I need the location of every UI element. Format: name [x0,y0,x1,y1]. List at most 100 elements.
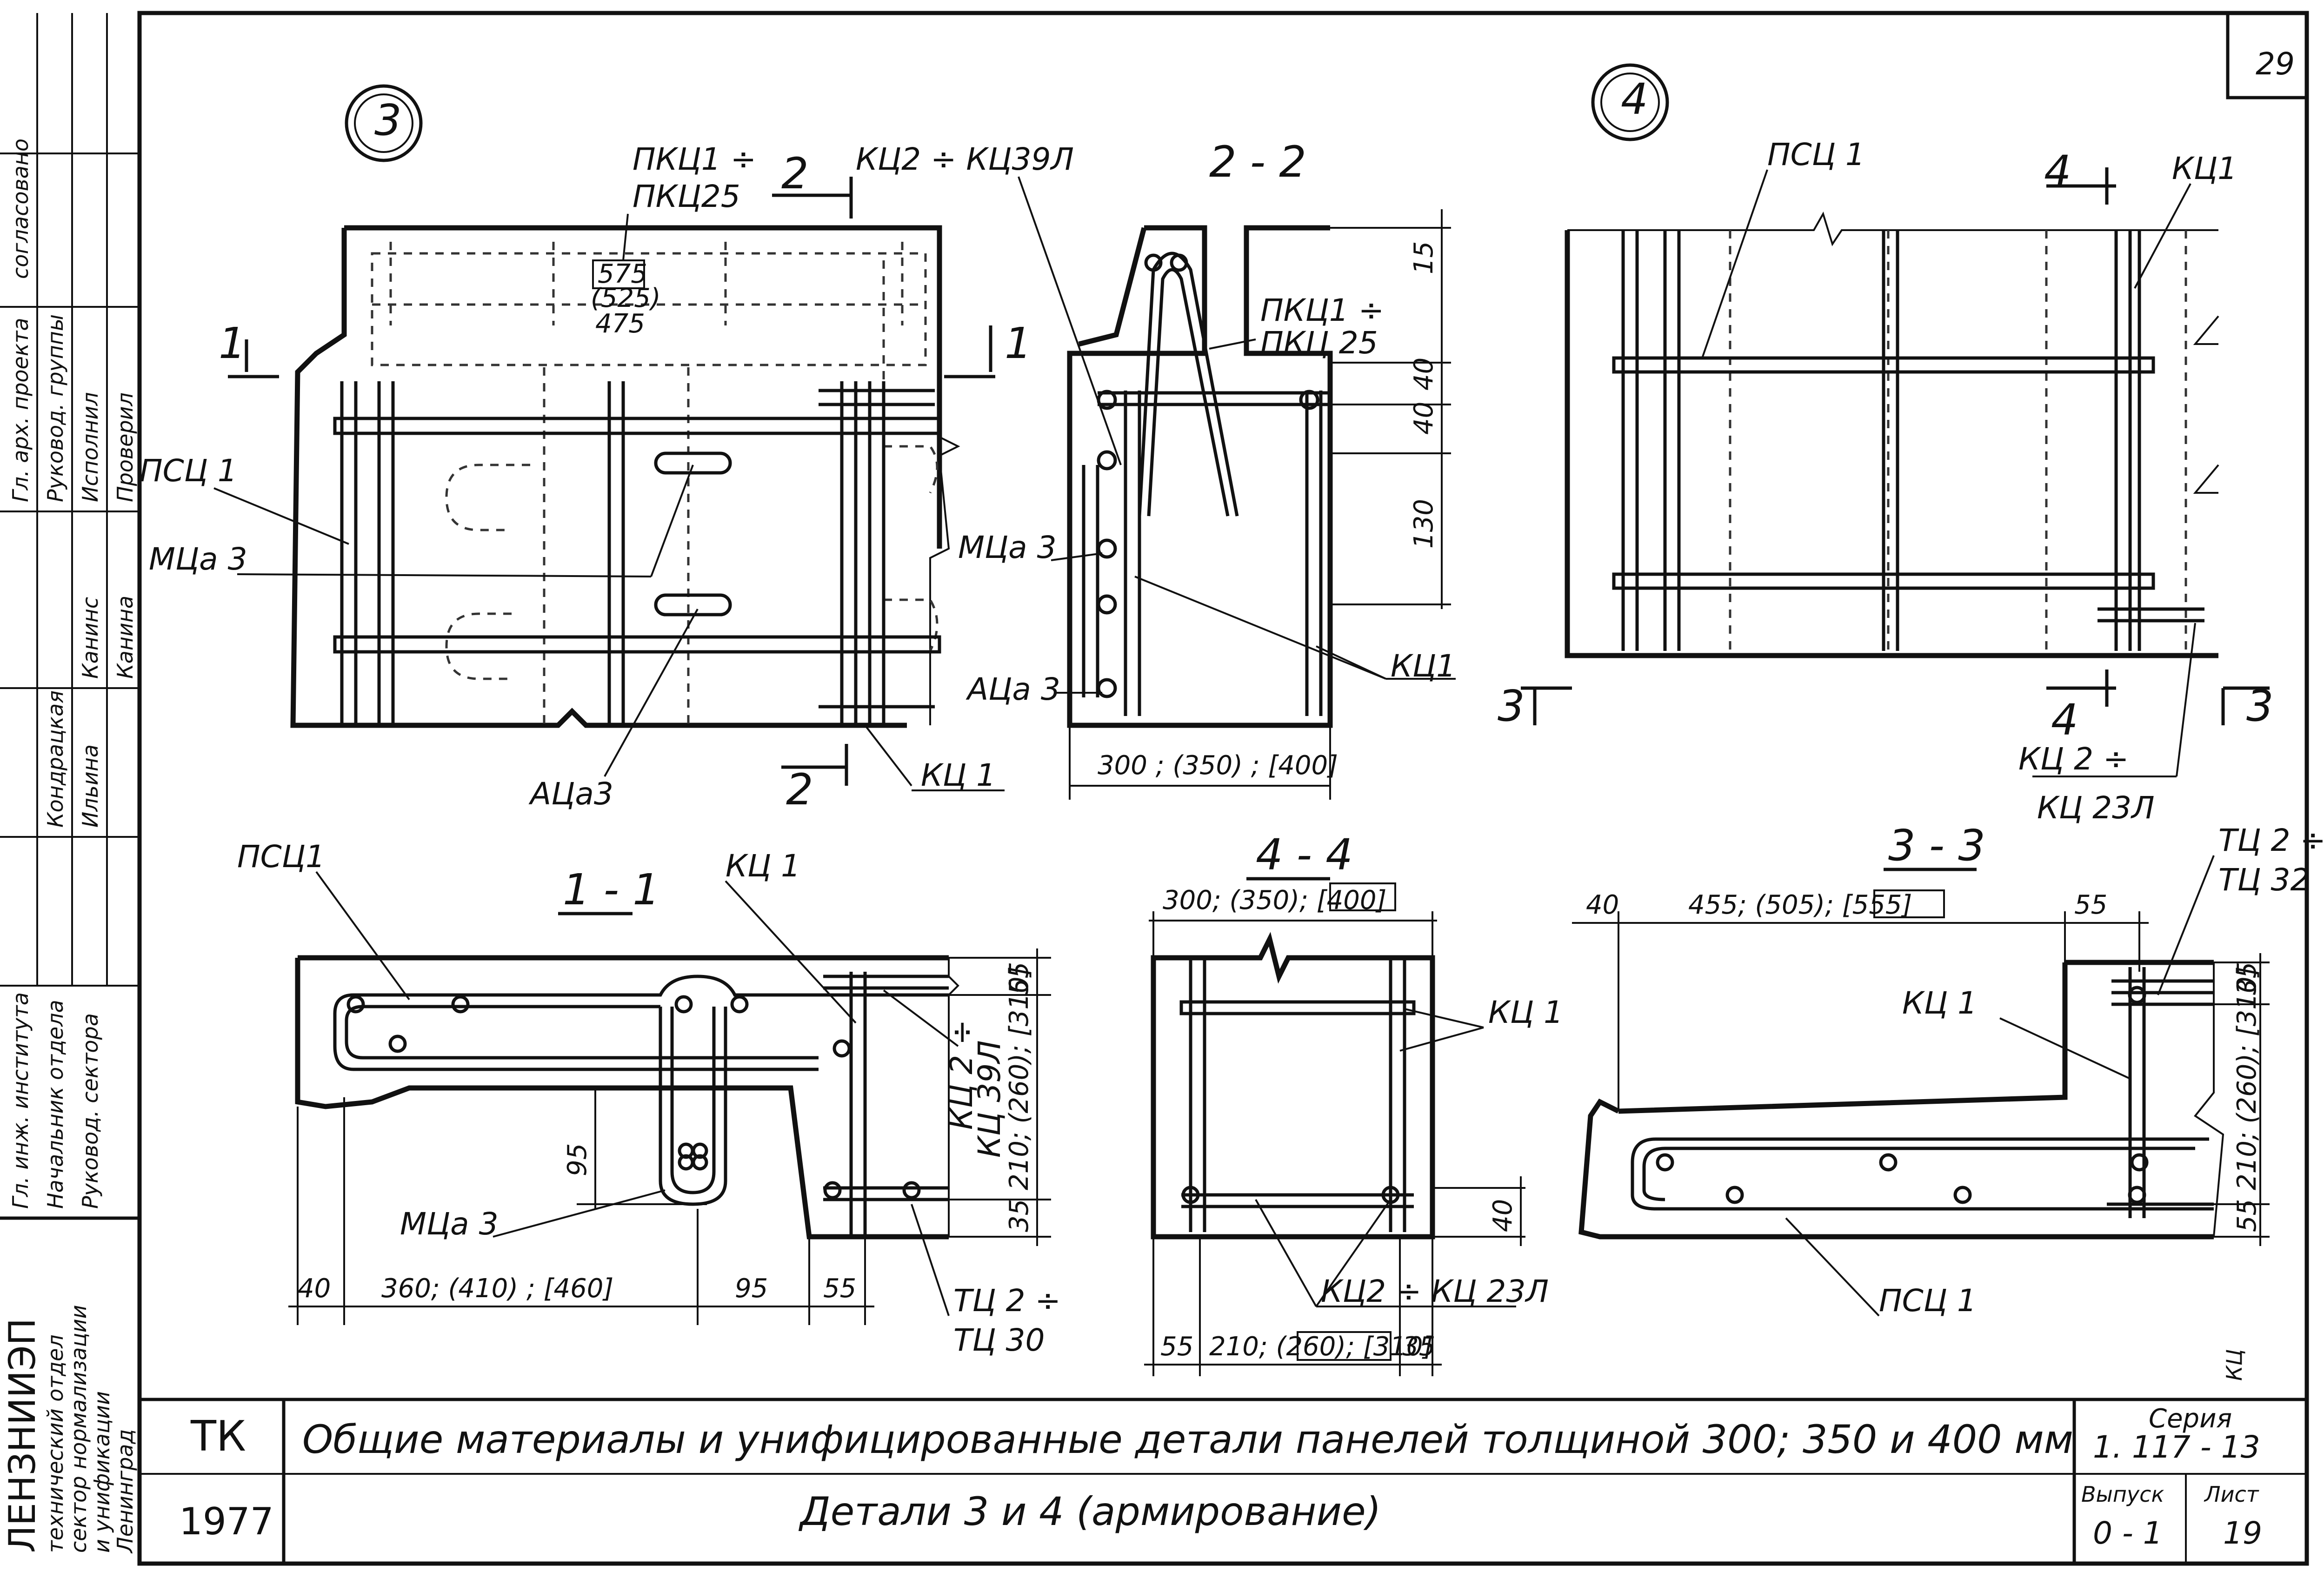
label-4-kc2: КЦ 2 ÷ [2018,741,2129,777]
org-sector: сектор нормализации [66,1305,91,1553]
dim-130: 130 [1409,499,1439,549]
org-dept: технический отдел [43,1334,68,1553]
stamp-name-2: Канина [113,596,138,679]
section-2-2-title: 2 - 2 [1209,137,1306,187]
section-1-1: 1 - 1 [237,839,1061,1358]
section-4-4-title: 4 - 4 [1256,830,1353,880]
dim-475: 475 [595,309,645,339]
label-3-3-kc1: КЦ 1 [1902,985,1977,1021]
cut-3-left-label: 3 [1498,681,1525,731]
dim-575: 575 [598,259,647,289]
section-1-1-title: 1 - 1 [563,865,660,915]
dim-1-1-55v: 55 [1004,962,1034,995]
detail-3-marker: 3 [374,95,402,145]
org-city: Ленинград [113,1429,138,1554]
title-block: ТК 1977 Общие материалы и унифицированны… [140,1398,2307,1564]
stamp-name-1: Канинс [78,597,103,679]
cut-1-right-label: 1 [1005,318,1032,368]
label-3-3-tc32: ТЦ 32 [2218,862,2310,898]
label-pkc1: ПКЦ1 ÷ [633,141,756,177]
section-4-4: 4 - 4 300; (350); [400] [1144,830,1563,1376]
stamp-role-3: Исполнил [78,392,103,502]
dim-3-3-35: 35 [2232,962,2262,995]
dim-4-4-35: 35 [1402,1332,1435,1362]
stamp-agreed: согласовано [8,139,33,279]
detail-4-plan: 4 ПСЦ 1 КЦ1 КЦ 2 ÷ [1498,63,2274,826]
dim-1-1-35v: 35 [1004,1199,1034,1232]
label-3-3-kc: КЦ [2222,1349,2247,1381]
label-psc1: ПСЦ 1 [140,453,237,489]
cut-2-bottom [781,744,848,786]
stamp-name-3: Кондрацкая [43,690,68,828]
dim-15: 15 [1409,241,1439,274]
org-unif: и унификации [89,1391,114,1553]
cut-4-top-label: 4 [2044,146,2071,196]
dim-40a: 40 [1409,358,1439,391]
cut-4-bottom-label: 4 [2051,695,2078,745]
section-3-3-title: 3 - 3 [1888,821,1985,870]
mca3-bar-1 [654,451,732,475]
label-pkc25: ПКЦ25 [633,179,740,214]
stamp-role-4: Проверил [113,392,138,502]
label-2-2-aca3: АЦа 3 [966,671,1060,707]
dim-525: (525) [591,283,661,313]
section-3-3: 3 - 3 40 455; (505); [555] 55 ТЦ 2 ÷ ТЦ … [1572,821,2324,1381]
cut-1-right [944,325,995,378]
sheet-label: Лист [2204,1482,2259,1507]
cut-3-right-label: 3 [2246,681,2274,731]
dim-3-3-455: 455; (505); [555] [1688,890,1912,920]
dim-40b: 40 [1409,402,1439,435]
label-2-2-pkc25: ПКЦ 25 [1260,325,1378,361]
dim-1-1-55: 55 [823,1273,856,1304]
cut-1-left [228,339,279,378]
label-1-1-kc2a: КЦ 2 ÷ [944,1020,979,1130]
series-label: Серия [2149,1404,2232,1434]
dim-3-3-55b: 55 [2232,1199,2262,1232]
label-aca3: АЦа3 [528,776,613,812]
label-4-4-kc1: КЦ 1 [1488,995,1563,1030]
title-sub: Детали 3 и 4 (армирование) [798,1489,1381,1534]
label-2-2-pkc1: ПКЦ1 ÷ [1260,292,1384,328]
page-number: 29 [2256,46,2295,82]
label-1-1-mca3: МЦа 3 [400,1206,499,1242]
cut-2-top-label: 2 [781,149,809,199]
label-4-kc23: КЦ 23Л [2037,790,2155,826]
issue-label: Выпуск [2081,1482,2164,1507]
title-main: Общие материалы и унифицированные детали… [302,1417,2073,1462]
label-kc1: КЦ 1 [921,757,996,793]
sheet-frame [137,11,2309,1566]
label-1-1-tc30: ТЦ 30 [953,1322,1045,1358]
label-kc2-kc39: КЦ2 ÷ КЦ39Л [856,141,1074,177]
org-name: ЛЕНЗНИИЭП [2,1318,44,1553]
left-stamp: согласовано Гл. арх. проекта Руковод. гр… [0,13,140,1554]
label-4-psc1: ПСЦ 1 [1767,137,1865,172]
dim-4-4-55: 55 [1160,1332,1193,1362]
page-number-box: 29 [2226,13,2307,99]
label-1-1-tc2: ТЦ 2 ÷ [953,1283,1061,1319]
stamp-name-4: Ильина [78,744,103,828]
stamp-role-6: Начальник отдела [43,1000,68,1209]
sheet-value: 19 [2223,1515,2262,1551]
label-3-3-tc2: ТЦ 2 ÷ [2218,822,2324,858]
stamp-role-7: Руковод. сектора [78,1013,103,1209]
title-code: ТК [190,1412,246,1461]
label-2-2-mca3: МЦа 3 [958,530,1057,565]
cut-2-bottom-label: 2 [786,765,813,815]
label-1-1-kc1: КЦ 1 [726,848,800,884]
label-4-kc1: КЦ1 [2172,151,2237,186]
dim-2-2-width: 300 ; (350) ; [400] [1098,750,1338,781]
dim-1-1-95: 95 [735,1273,768,1304]
dim-3-3-210: 210; (260); [310] [2232,967,2262,1190]
dim-1-1-210: 210; (260); [310] [1004,967,1034,1190]
dim-3-3-40: 40 [1586,890,1619,920]
dim-1-1-40: 40 [298,1273,331,1304]
section-2-2: 2 - 2 [958,137,1456,800]
dim-3-3-55: 55 [2074,890,2107,920]
issue-value: 0 - 1 [2093,1515,2163,1551]
dim-4-4-210: 210; (260); [310] [1209,1332,1433,1362]
label-3-3-psc1: ПСЦ 1 [1879,1283,1977,1319]
detail-3-plan: 3 [140,84,1122,815]
label-mca3: МЦа 3 [149,541,247,577]
